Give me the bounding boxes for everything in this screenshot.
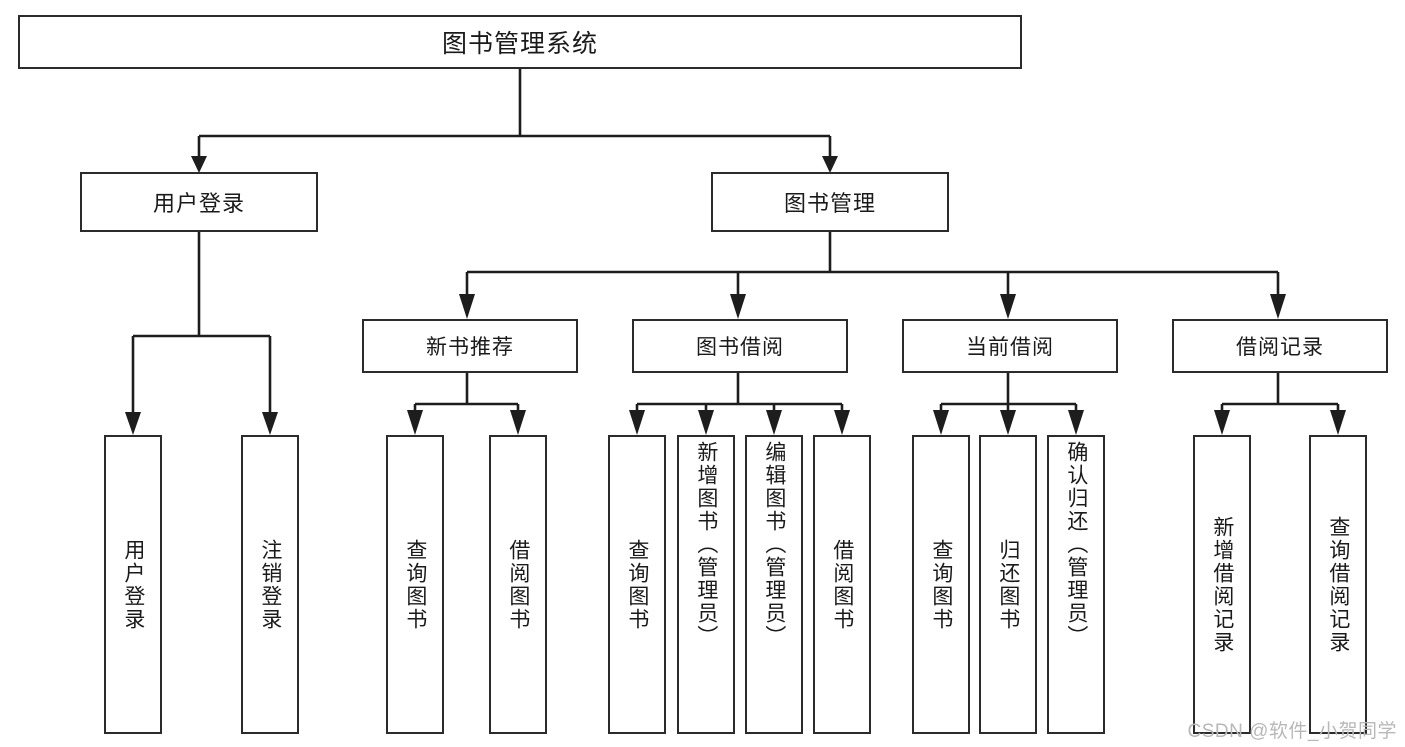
node-current-borrow-label: 当前借阅 bbox=[966, 336, 1054, 359]
node-new-book-recommend-label: 新书推荐 bbox=[426, 336, 514, 359]
leaf-newbook-query-book-label: 查询图书 bbox=[403, 538, 427, 631]
leaf-br-query-record-label: 查询借阅记录 bbox=[1326, 515, 1350, 654]
node-book-manage-label: 图书管理 bbox=[783, 191, 876, 216]
leaf-newbook-borrow-book-label: 借阅图书 bbox=[506, 538, 530, 631]
arrow-to-cb-leaf-2 bbox=[1000, 410, 1016, 435]
node-book-borrow[interactable]: 图书借阅 bbox=[632, 319, 848, 373]
node-new-book-recommend[interactable]: 新书推荐 bbox=[362, 319, 578, 373]
arrow-to-nb-leaf-2 bbox=[510, 410, 526, 435]
leaf-cb-return-book[interactable]: 归还图书 bbox=[979, 435, 1037, 734]
arrow-to-nb-leaf-1 bbox=[407, 410, 423, 435]
arrow-to-bb-leaf-4 bbox=[834, 410, 850, 435]
node-borrow-record-label: 借阅记录 bbox=[1236, 336, 1324, 359]
leaf-cb-confirm-return-admin-label: 确认归还（管理员） bbox=[1064, 441, 1088, 648]
leaf-br-add-record-label: 新增借阅记录 bbox=[1210, 515, 1234, 654]
csdn-watermark: CSDN @软件_小贺同学 bbox=[1187, 721, 1397, 742]
node-borrow-record[interactable]: 借阅记录 bbox=[1172, 319, 1388, 373]
leaf-logout[interactable]: 注销登录 bbox=[241, 435, 299, 734]
arrow-to-br-leaf-2 bbox=[1330, 410, 1346, 435]
leaf-newbook-query-book[interactable]: 查询图书 bbox=[386, 435, 444, 734]
leaf-br-query-record[interactable]: 查询借阅记录 bbox=[1309, 435, 1367, 734]
arrow-to-book-borrow bbox=[730, 294, 746, 319]
leaf-br-add-record[interactable]: 新增借阅记录 bbox=[1193, 435, 1251, 734]
arrow-to-bb-leaf-1 bbox=[629, 410, 645, 435]
leaf-cb-query-book[interactable]: 查询图书 bbox=[912, 435, 970, 734]
arrow-to-user-login-leaf bbox=[125, 412, 141, 435]
arrow-to-bb-leaf-2 bbox=[698, 410, 714, 435]
arrow-to-new-book bbox=[459, 294, 475, 319]
leaf-user-login-do-label: 用户登录 bbox=[121, 538, 145, 631]
node-root-system-label: 图书管理系统 bbox=[441, 30, 598, 58]
leaf-cb-confirm-return-admin[interactable]: 确认归还（管理员） bbox=[1047, 435, 1105, 734]
leaf-cb-query-book-label: 查询图书 bbox=[929, 538, 953, 631]
leaf-bb-add-book-admin[interactable]: 新增图书（管理员） bbox=[677, 435, 735, 734]
node-current-borrow[interactable]: 当前借阅 bbox=[902, 319, 1118, 373]
leaf-cb-return-book-label: 归还图书 bbox=[996, 538, 1020, 631]
node-book-borrow-label: 图书借阅 bbox=[696, 336, 784, 359]
arrow-to-cb-leaf-3 bbox=[1068, 410, 1084, 435]
leaf-bb-query-book-label: 查询图书 bbox=[625, 538, 649, 631]
arrow-to-logout-leaf bbox=[262, 412, 278, 435]
leaf-bb-edit-book-admin-label: 编辑图书（管理员） bbox=[762, 441, 786, 648]
arrow-to-br-leaf-1 bbox=[1214, 410, 1230, 435]
leaf-bb-query-book[interactable]: 查询图书 bbox=[608, 435, 666, 734]
arrow-to-cb-leaf-1 bbox=[933, 410, 949, 435]
arrow-to-borrow-record bbox=[1270, 294, 1286, 319]
leaf-bb-borrow-book-label: 借阅图书 bbox=[830, 538, 854, 631]
leaf-bb-borrow-book[interactable]: 借阅图书 bbox=[813, 435, 871, 734]
leaf-newbook-borrow-book[interactable]: 借阅图书 bbox=[489, 435, 547, 734]
leaf-bb-edit-book-admin[interactable]: 编辑图书（管理员） bbox=[745, 435, 803, 734]
node-user-login[interactable]: 用户登录 bbox=[80, 172, 318, 232]
arrow-to-book-manage bbox=[822, 156, 838, 173]
leaf-logout-label: 注销登录 bbox=[258, 538, 282, 631]
arrow-to-bb-leaf-3 bbox=[766, 410, 782, 435]
arrow-to-user-login bbox=[191, 156, 207, 173]
arrow-to-current-borrow bbox=[1000, 294, 1016, 319]
leaf-user-login-do[interactable]: 用户登录 bbox=[104, 435, 162, 734]
node-user-login-label: 用户登录 bbox=[152, 191, 245, 216]
leaf-bb-add-book-admin-label: 新增图书（管理员） bbox=[694, 441, 718, 648]
node-book-manage[interactable]: 图书管理 bbox=[711, 172, 949, 232]
node-root-system[interactable]: 图书管理系统 bbox=[18, 15, 1022, 69]
